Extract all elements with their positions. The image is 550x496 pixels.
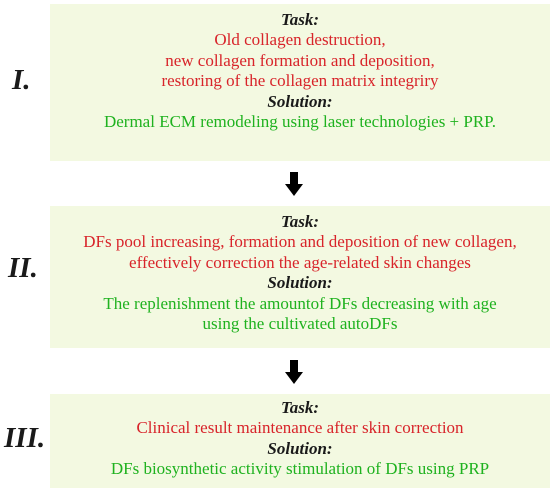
task-line: Clinical result maintenance after skin c… <box>136 418 464 438</box>
solution-heading: Solution: <box>267 438 333 458</box>
task-line: DFs pool increasing, formation and depos… <box>83 232 517 252</box>
down-arrow-icon <box>285 172 303 196</box>
stage-label-1: I. <box>12 64 31 96</box>
stage-label-2: II. <box>8 252 38 284</box>
stage-2-box: Task: DFs pool increasing, formation and… <box>50 206 550 348</box>
task-line: restoring of the collagen matrix integri… <box>161 71 439 91</box>
task-line: new collagen formation and deposition, <box>165 50 435 70</box>
down-arrow-icon <box>285 360 303 384</box>
task-line: Old collagen destruction, <box>214 30 386 50</box>
stage-label-3: III. <box>4 422 46 454</box>
solution-line: The replenishment the amountof DFs decre… <box>103 293 497 313</box>
stage-3-box: Task: Clinical result maintenance after … <box>50 394 550 488</box>
stage-1-box: Task: Old collagen destruction, new coll… <box>50 4 550 161</box>
solution-heading: Solution: <box>267 91 333 111</box>
task-heading: Task: <box>280 10 320 29</box>
solution-heading: Solution: <box>267 273 333 293</box>
task-line: effectively correction the age-related s… <box>129 252 471 272</box>
task-heading: Task: <box>280 398 320 417</box>
task-heading: Task: <box>280 212 320 231</box>
solution-line: DFs biosynthetic activity stimulation of… <box>110 459 490 479</box>
solution-line: using the cultivated autoDFs <box>202 313 398 333</box>
solution-line: Dermal ECM remodeling using laser techno… <box>103 111 497 131</box>
